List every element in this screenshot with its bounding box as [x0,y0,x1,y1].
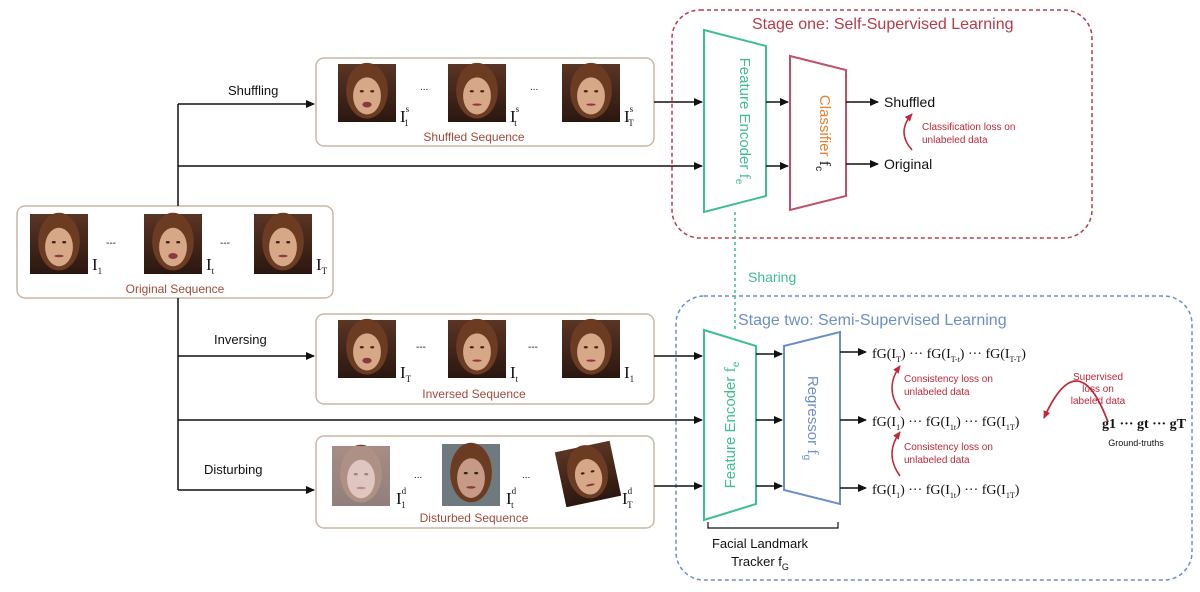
consistency-loss-arrow-2 [891,431,901,477]
face-thumbnail [562,62,620,122]
original-frames: I1 It IT --- --- [30,212,328,276]
ellipsis: --- [106,238,116,249]
frame-label: It [206,255,215,276]
regressor [783,330,841,506]
ground-truth-text: g1 ··· gt ··· gT [1102,417,1187,432]
feature-encoder-1-label: Feature Encoder fe [733,58,753,185]
regressor-label: Regressor fg [801,376,821,460]
frame-label: I1 [624,363,634,384]
face-thumbnail [554,440,622,508]
sharing-label: Sharing [748,269,796,285]
ellipsis: --- [220,238,230,249]
supervised-loss-arrow [1043,380,1109,423]
face-thumbnail [332,444,390,506]
tracker-label-line1: Facial Landmark [712,536,809,551]
ellipsis: --- [528,342,538,353]
regression-output-rows: fG(IT) ··· fG(IT-t) ··· fG(IT-T) fG(I1) ·… [872,347,1026,500]
label-shuffling: Shuffling [228,83,278,98]
tracker-label-line2: Tracker fG [731,554,789,572]
face-thumbnail [30,212,88,274]
face-thumbnail [442,442,500,506]
feature-encoder-2 [703,328,757,522]
stage-one-title: Stage one: Self-Supervised Learning [752,16,1014,33]
label-inversing: Inversing [214,332,267,347]
inversed-frames: IT It I1 --- --- [338,318,634,384]
shuffled-sequence-caption: Shuffled Sequence [423,130,525,144]
feature-encoder-2-label: Feature Encoder fe [722,361,742,488]
ellipsis: ... [530,82,538,93]
face-thumbnail [338,318,396,378]
ellipsis: ... [414,470,422,481]
face-thumbnail [448,62,506,122]
ellipsis: --- [416,342,426,353]
face-thumbnail [254,212,312,274]
ellipsis: ... [522,470,530,481]
output-original: Original [884,156,932,172]
frame-label: I1 [92,255,102,276]
label-disturbing: Disturbing [204,462,263,477]
regression-output-row-1: fG(IT) ··· fG(IT-t) ··· fG(IT-T) [872,347,1026,364]
regression-output-row-2: fG(I1) ··· fG(I1t) ··· fG(I1T) [872,415,1020,432]
face-thumbnail [338,62,396,122]
classifier [789,54,847,212]
frame-label: It [510,363,519,384]
face-thumbnail [144,212,202,274]
feature-encoder-1 [703,28,767,214]
ellipsis: ... [420,82,428,93]
regression-output-row-3: fG(I1) ··· fG(I1t) ··· fG(I1T) [872,483,1020,500]
disturbed-sequence-caption: Disturbed Sequence [420,511,529,525]
consistency-loss-arrow-1 [891,365,901,411]
ground-truth-caption: Ground-truths [1108,438,1164,448]
inversed-sequence-caption: Inversed Sequence [422,387,526,401]
face-thumbnail [448,318,506,378]
output-shuffled: Shuffled [884,94,935,110]
original-sequence-caption: Original Sequence [126,282,225,296]
face-thumbnail [562,318,620,378]
stage-two-title: Stage two: Semi-Supervised Learning [738,312,1007,329]
frame-label: IT [316,255,328,276]
stage-one-box [671,9,1093,239]
tracker-bracket [707,522,839,529]
classification-loss-arrow [903,113,913,151]
frame-label: IT [400,363,412,384]
classifier-label: Classifier fc [813,95,833,171]
stage-two-box [675,295,1193,581]
